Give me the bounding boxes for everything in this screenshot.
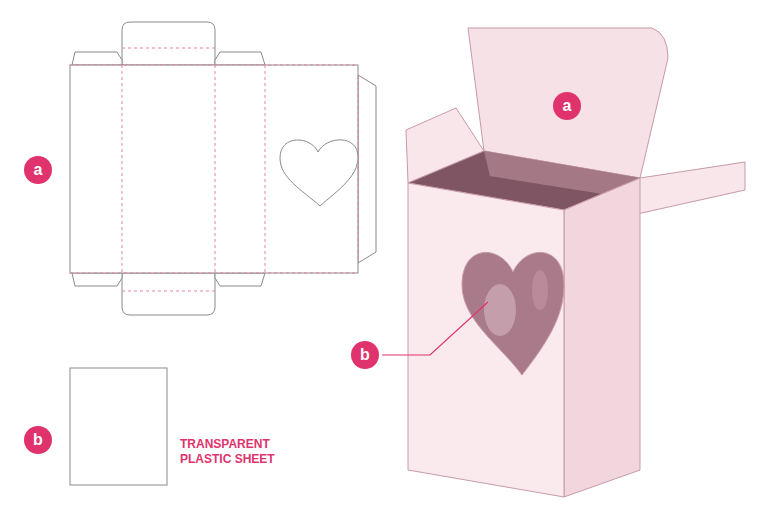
top-dust-flap [215, 52, 265, 65]
window-shine [484, 284, 516, 336]
callout-circle-fill [351, 341, 379, 369]
callout-letter: a [563, 97, 572, 115]
fold-line [358, 76, 359, 262]
top-tuck-flap [122, 22, 215, 65]
heart-window [462, 252, 564, 375]
callout-circle: a [553, 92, 581, 120]
box-right-face [564, 178, 640, 497]
callout-circle-fill [24, 156, 52, 184]
leader-line [382, 302, 488, 355]
callout-letter: a [34, 161, 43, 179]
window-shine [532, 270, 548, 310]
glue-flap [358, 75, 376, 263]
fold-line [215, 65, 216, 273]
body-panels [70, 65, 358, 273]
fold-line [122, 65, 123, 273]
fold-line [70, 273, 358, 274]
callout-circle-fill [553, 92, 581, 120]
bottom-dust-flap [72, 273, 122, 286]
bottom-dust-flap [215, 273, 265, 286]
fold-lines [70, 48, 358, 291]
fold-line [70, 65, 358, 66]
callout-letter: b [360, 346, 370, 364]
plastic-sheet [70, 368, 167, 485]
callout-letter: b [33, 431, 43, 449]
fold-line [122, 291, 215, 292]
fold-line [265, 65, 266, 273]
heart-window-cut [280, 140, 358, 206]
callout-circle: a [24, 156, 52, 184]
box-3d [406, 28, 745, 497]
callout-circle-fill [24, 426, 52, 454]
dieline [70, 22, 376, 315]
callout-circle: b [24, 426, 52, 454]
bottom-tuck-flap [122, 273, 215, 315]
callout-circle: b [351, 341, 379, 369]
part-label: TRANSPARENT PLASTIC SHEET [180, 437, 300, 467]
fold-line [122, 48, 215, 49]
top-dust-flap [72, 52, 122, 65]
box-front-face [408, 183, 564, 497]
